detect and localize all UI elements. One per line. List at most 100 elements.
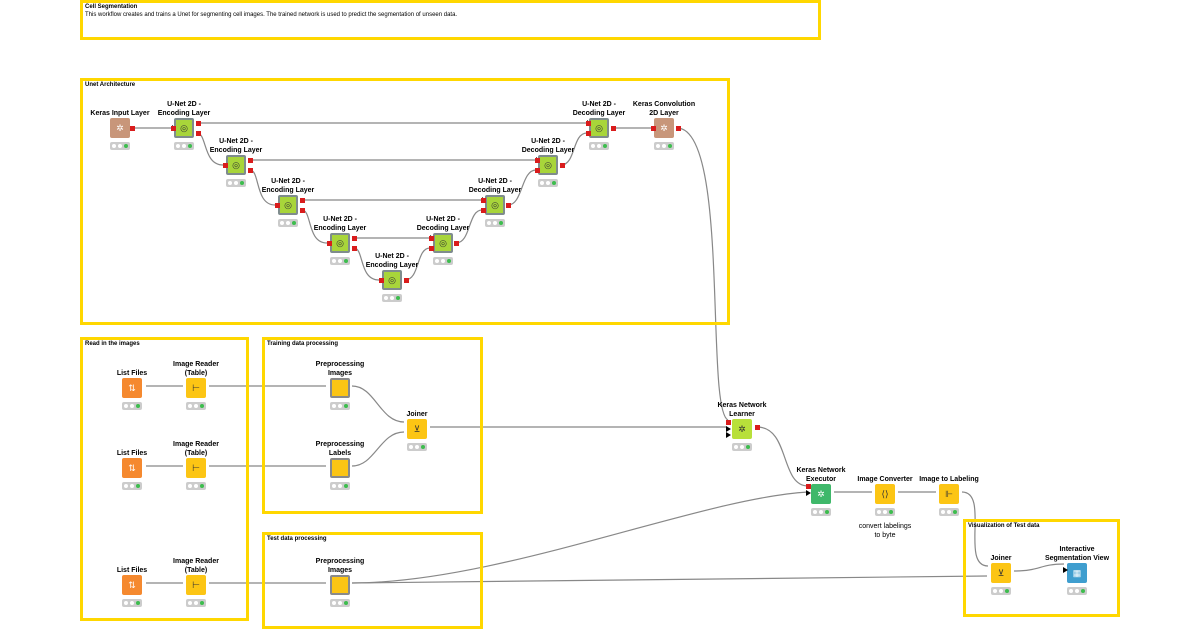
network-port[interactable] xyxy=(535,158,540,163)
node-list3[interactable]: List Files⇅ xyxy=(102,543,162,623)
node-prep-labels[interactable]: Preprocessing Labels xyxy=(310,426,370,506)
network-port[interactable] xyxy=(275,203,280,208)
network-port[interactable] xyxy=(196,121,201,126)
status-light xyxy=(344,259,348,263)
metanode-icon[interactable]: ◎ xyxy=(433,233,453,253)
node-dec4[interactable]: U-Net 2D - Decoding Layer◎ xyxy=(413,201,473,281)
network-port[interactable] xyxy=(352,246,357,251)
network-port[interactable] xyxy=(300,198,305,203)
network-port[interactable] xyxy=(352,236,357,241)
image-reader-icon[interactable]: ⊢ xyxy=(186,378,206,398)
network-port[interactable] xyxy=(560,163,565,168)
data-port[interactable] xyxy=(1063,567,1068,573)
network-port[interactable] xyxy=(248,168,253,173)
network-port[interactable] xyxy=(586,121,591,126)
network-port[interactable] xyxy=(454,241,459,246)
network-port[interactable] xyxy=(379,278,384,283)
keras-network-icon[interactable]: ✲ xyxy=(654,118,674,138)
node-enc4[interactable]: U-Net 2D - Encoding Layer◎ xyxy=(310,201,370,281)
network-port[interactable] xyxy=(651,126,656,131)
node-segview[interactable]: Interactive Segmentation View▦ xyxy=(1045,531,1109,611)
joiner-icon[interactable]: ⊻ xyxy=(991,563,1011,583)
keras-learner-icon[interactable]: ✲ xyxy=(732,419,752,439)
node-reader3[interactable]: Image Reader (Table)⊢ xyxy=(166,543,226,623)
data-port[interactable] xyxy=(726,426,731,432)
node-reader1[interactable]: Image Reader (Table)⊢ xyxy=(166,346,226,426)
network-port[interactable] xyxy=(130,126,135,131)
status-light xyxy=(136,404,140,408)
metanode-icon[interactable]: ◎ xyxy=(485,195,505,215)
network-port[interactable] xyxy=(196,131,201,136)
icon-glyph: ✲ xyxy=(817,488,825,499)
node-reader2[interactable]: Image Reader (Table)⊢ xyxy=(166,426,226,506)
network-port[interactable] xyxy=(806,484,811,489)
node-dec2[interactable]: U-Net 2D - Decoding Layer◎ xyxy=(518,123,578,203)
node-executor[interactable]: Keras Network Executor✲ xyxy=(791,452,851,532)
node-learner[interactable]: Keras Network Learner✲ xyxy=(712,387,772,467)
network-port[interactable] xyxy=(755,425,760,430)
network-port[interactable] xyxy=(327,241,332,246)
metanode-icon[interactable]: ◎ xyxy=(382,270,402,290)
node-dec1[interactable]: U-Net 2D - Decoding Layer◎ xyxy=(569,86,629,166)
component-icon[interactable] xyxy=(330,458,350,478)
list-files-icon[interactable]: ⇅ xyxy=(122,575,142,595)
joiner-icon[interactable]: ⊻ xyxy=(407,419,427,439)
metanode-icon[interactable]: ◎ xyxy=(330,233,350,253)
status-light xyxy=(384,296,388,300)
network-port[interactable] xyxy=(611,126,616,131)
metanode-icon[interactable]: ◎ xyxy=(174,118,194,138)
node-converter[interactable]: Image Converter⟨⟩convert labelings to by… xyxy=(855,452,915,539)
annotation-title: Read in the images xyxy=(85,341,140,347)
node-annotation: convert labelings to byte xyxy=(858,523,912,539)
node-enc3[interactable]: U-Net 2D - Encoding Layer◎ xyxy=(258,163,318,243)
component-icon[interactable] xyxy=(330,378,350,398)
image-converter-icon[interactable]: ⟨⟩ xyxy=(875,484,895,504)
network-port[interactable] xyxy=(248,158,253,163)
network-port[interactable] xyxy=(404,278,409,283)
node-list1[interactable]: List Files⇅ xyxy=(102,346,162,426)
node-conv2d[interactable]: Keras Convolution 2D Layer✲ xyxy=(633,86,695,166)
node-keras-input[interactable]: Keras Input Layer✲ xyxy=(90,86,150,166)
status-light xyxy=(877,510,881,514)
annotation-title: Training data processing xyxy=(267,341,339,347)
metanode-icon[interactable]: ◎ xyxy=(278,195,298,215)
status-light xyxy=(999,589,1003,593)
status-light xyxy=(200,404,204,408)
data-port[interactable] xyxy=(726,432,731,438)
network-port[interactable] xyxy=(429,236,434,241)
metanode-icon[interactable]: ◎ xyxy=(226,155,246,175)
node-img2lab[interactable]: Image to Labeling⊩ xyxy=(919,452,979,532)
node-joiner2[interactable]: Joiner⊻ xyxy=(971,531,1031,611)
network-port[interactable] xyxy=(300,208,305,213)
status-light xyxy=(344,601,348,605)
list-files-icon[interactable]: ⇅ xyxy=(122,458,142,478)
network-port[interactable] xyxy=(171,126,176,131)
component-icon[interactable] xyxy=(330,575,350,595)
network-port[interactable] xyxy=(429,246,434,251)
network-port[interactable] xyxy=(535,168,540,173)
metanode-icon[interactable]: ◎ xyxy=(538,155,558,175)
network-port[interactable] xyxy=(586,131,591,136)
image-to-labeling-icon[interactable]: ⊩ xyxy=(939,484,959,504)
network-port[interactable] xyxy=(481,208,486,213)
network-port[interactable] xyxy=(223,163,228,168)
status-traffic-light xyxy=(1067,587,1087,595)
network-port[interactable] xyxy=(726,420,731,425)
node-list2[interactable]: List Files⇅ xyxy=(102,426,162,506)
network-port[interactable] xyxy=(506,203,511,208)
segmentation-view-icon[interactable]: ▦ xyxy=(1067,563,1087,583)
list-files-icon[interactable]: ⇅ xyxy=(122,378,142,398)
node-enc2[interactable]: U-Net 2D - Encoding Layer◎ xyxy=(206,123,266,203)
data-port[interactable] xyxy=(806,490,811,496)
node-prep-images[interactable]: Preprocessing Images xyxy=(310,346,370,426)
node-prep-test[interactable]: Preprocessing Images xyxy=(310,543,370,623)
image-reader-icon[interactable]: ⊢ xyxy=(186,575,206,595)
keras-executor-icon[interactable]: ✲ xyxy=(811,484,831,504)
node-joiner1[interactable]: Joiner⊻ xyxy=(387,387,447,467)
keras-network-icon[interactable]: ✲ xyxy=(110,118,130,138)
image-reader-icon[interactable]: ⊢ xyxy=(186,458,206,478)
metanode-icon[interactable]: ◎ xyxy=(589,118,609,138)
network-port[interactable] xyxy=(676,126,681,131)
node-dec3[interactable]: U-Net 2D - Decoding Layer◎ xyxy=(465,163,525,243)
network-port[interactable] xyxy=(481,198,486,203)
